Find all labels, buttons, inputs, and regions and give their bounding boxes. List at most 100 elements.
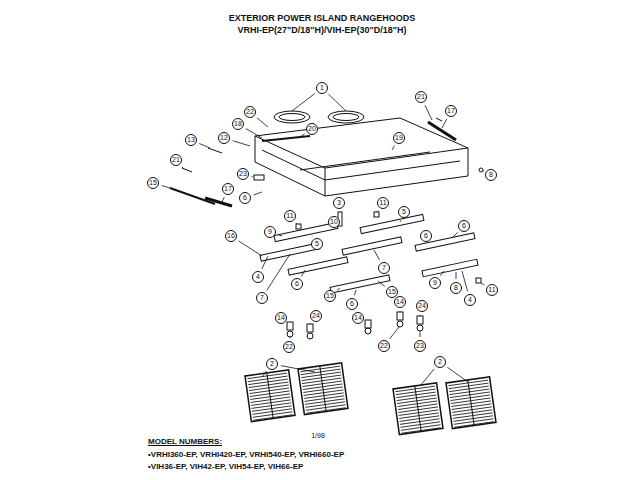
leader-line — [279, 235, 282, 236]
leader-line — [377, 210, 378, 212]
callout-number: 2 — [434, 356, 446, 368]
callout-number: 4 — [464, 294, 476, 306]
callout-number: 6 — [239, 192, 251, 204]
callout-number: 16 — [225, 230, 237, 242]
leader-line — [440, 271, 444, 276]
callout-number: 8 — [485, 169, 497, 181]
callout-number: 11 — [486, 284, 498, 296]
leader-line — [310, 323, 312, 325]
leader-line — [253, 192, 262, 195]
callout-number: 23 — [237, 168, 249, 180]
callout-number: 22 — [283, 341, 295, 353]
leader-line — [337, 288, 340, 290]
grease-filter — [393, 383, 443, 435]
leader-line — [300, 134, 305, 137]
callout-number: 15 — [147, 177, 159, 189]
leader-line — [267, 254, 290, 290]
leader-line — [452, 232, 458, 238]
callout-number: 8 — [450, 282, 462, 294]
callout-number: 6 — [291, 278, 303, 290]
leader-line — [301, 270, 305, 276]
model-number-list: •VRHI360-EP, VRHI420-EP, VRHI540-EP, VRH… — [148, 451, 344, 460]
leader-line — [442, 119, 447, 128]
leader-line — [417, 240, 418, 241]
leader-line — [365, 323, 366, 324]
leader-line — [483, 170, 485, 171]
leader-line — [222, 197, 224, 202]
leader-line — [262, 371, 267, 377]
leader-line — [281, 366, 315, 372]
leader-line — [420, 369, 434, 386]
leader-line — [312, 236, 313, 237]
leader-line — [392, 146, 394, 150]
leader-line — [390, 327, 399, 339]
callout-number: 14 — [275, 312, 287, 324]
callout-number: 14 — [352, 312, 364, 324]
callout-number: 22 — [378, 340, 390, 352]
callout-number: 23 — [414, 340, 426, 352]
leader-line — [252, 176, 253, 177]
leader-line — [233, 141, 250, 146]
callout-number: 18 — [232, 118, 244, 130]
leader-line — [374, 250, 380, 260]
callout-number: 9 — [264, 226, 276, 238]
callout-number: 7 — [378, 262, 390, 274]
callout-number: 6 — [458, 220, 470, 232]
leader-line — [257, 118, 268, 127]
callout-number: 7 — [256, 292, 268, 304]
leader-line — [339, 211, 340, 212]
callout-number: 24 — [416, 300, 428, 312]
leader-line — [286, 324, 287, 325]
grease-filter — [245, 370, 295, 422]
callout-number: 13 — [185, 134, 197, 146]
callout-number: 12 — [218, 132, 230, 144]
leader-line — [378, 281, 385, 286]
leader-line — [400, 311, 401, 312]
callout-number: 19 — [393, 132, 405, 144]
leader-line — [182, 167, 184, 169]
callout-number: 15 — [324, 290, 336, 302]
leader-line — [328, 94, 346, 111]
callout-number: 5 — [398, 206, 410, 218]
callout-number: 11 — [284, 210, 296, 222]
callout-number: 6 — [346, 298, 358, 310]
model-series-heading: VRHI-EP(27"D/18"H)/VIH-EP(30"D/18"H) — [237, 26, 406, 36]
leader-line — [456, 272, 457, 279]
callout-number: 20 — [306, 123, 318, 135]
callout-number: 22 — [244, 106, 256, 118]
callout-number: 1 — [316, 82, 328, 94]
callout-number: 2 — [266, 358, 278, 370]
callout-number: 14 — [394, 296, 406, 308]
grease-filter — [446, 377, 496, 429]
revision-date: 1/98 — [311, 432, 325, 440]
callout-number: 4 — [252, 271, 264, 283]
leader-line — [162, 186, 170, 188]
leader-line — [329, 230, 330, 231]
callout-number: 11 — [377, 197, 389, 209]
model-numbers-heading: MODEL NUMBERS: — [148, 438, 222, 447]
leader-line — [400, 220, 402, 222]
leader-line — [246, 129, 262, 138]
leader-line — [262, 256, 268, 269]
leader-line — [420, 315, 421, 316]
leader-line — [292, 93, 315, 111]
callout-number: 21 — [170, 154, 182, 166]
callout-number: 24 — [310, 310, 322, 322]
callout-number: 10 — [328, 216, 340, 228]
leader-line — [354, 290, 356, 295]
leader-line — [296, 223, 297, 224]
leader-line — [447, 367, 468, 382]
callout-number: 3 — [333, 197, 345, 209]
callout-number: 6 — [420, 230, 432, 242]
leader-line — [199, 143, 210, 148]
leader-line — [289, 337, 290, 338]
leader-line — [462, 271, 468, 291]
leader-line — [425, 105, 432, 120]
leader-line — [481, 283, 484, 285]
leader-line — [420, 331, 421, 337]
callout-number: 17 — [445, 105, 457, 117]
callout-number: 9 — [429, 277, 441, 289]
callout-number: 21 — [415, 91, 427, 103]
callout-number: 5 — [311, 238, 323, 250]
